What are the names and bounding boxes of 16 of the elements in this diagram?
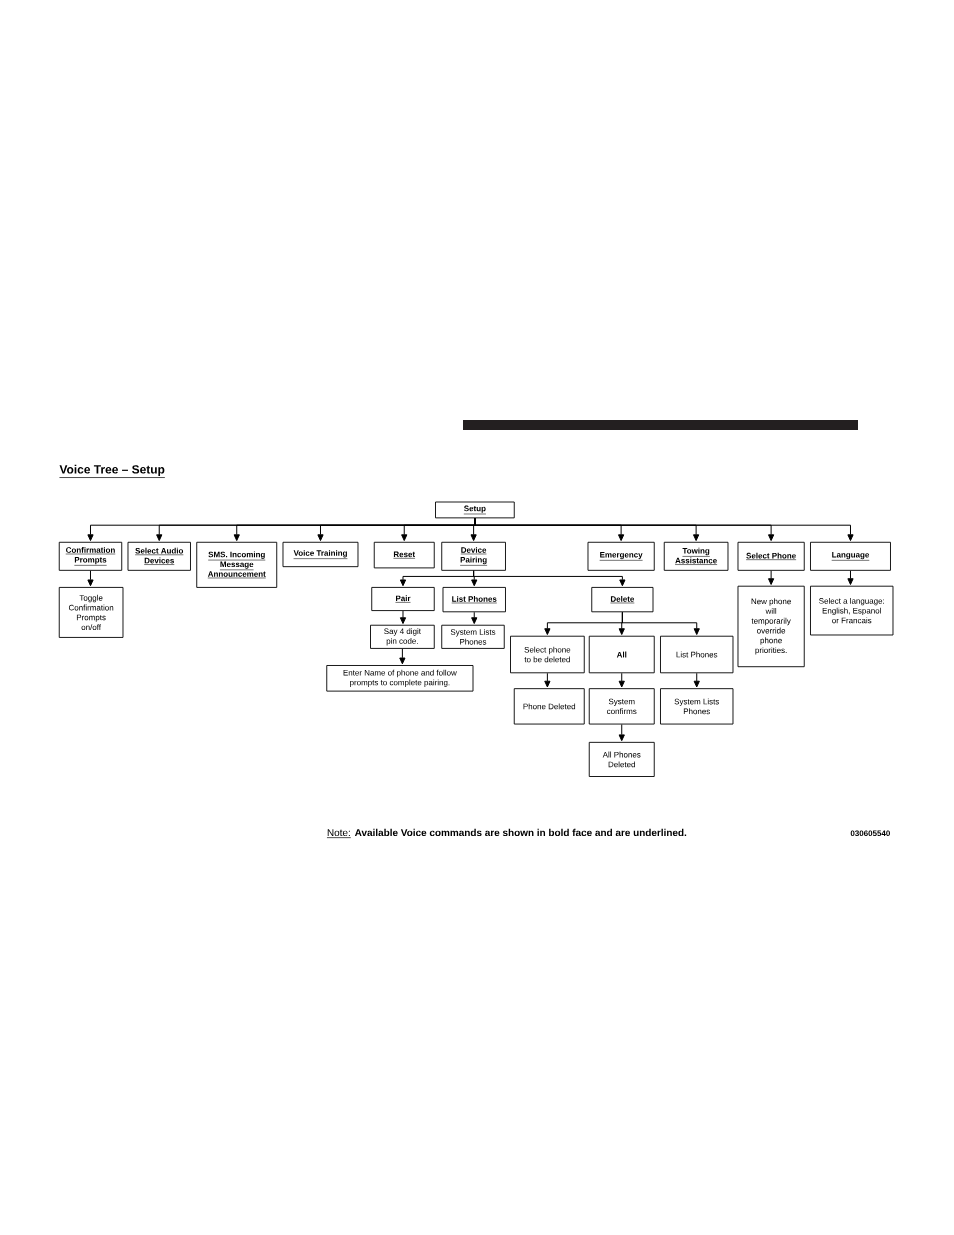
connector-arrow (621, 611, 700, 635)
connector-arrow (618, 724, 625, 742)
connector-arrow (87, 570, 94, 587)
connector-arrow (618, 672, 625, 688)
note-text: Available Voice commands are shown in bold face and are underlined. (354, 828, 687, 837)
connector-arrow (768, 570, 775, 585)
note-heading: Note: (326, 829, 352, 838)
connector-arrow (847, 570, 854, 585)
connector-arrow (474, 517, 854, 542)
title: Voice Tree – Setup (59, 464, 166, 478)
connector-arrow (399, 610, 407, 624)
connector-arrow (399, 648, 406, 665)
connector-arrow (471, 611, 478, 624)
connector-arrow (473, 570, 626, 587)
connector-arrow (693, 672, 700, 688)
connector-arrow (544, 672, 551, 688)
